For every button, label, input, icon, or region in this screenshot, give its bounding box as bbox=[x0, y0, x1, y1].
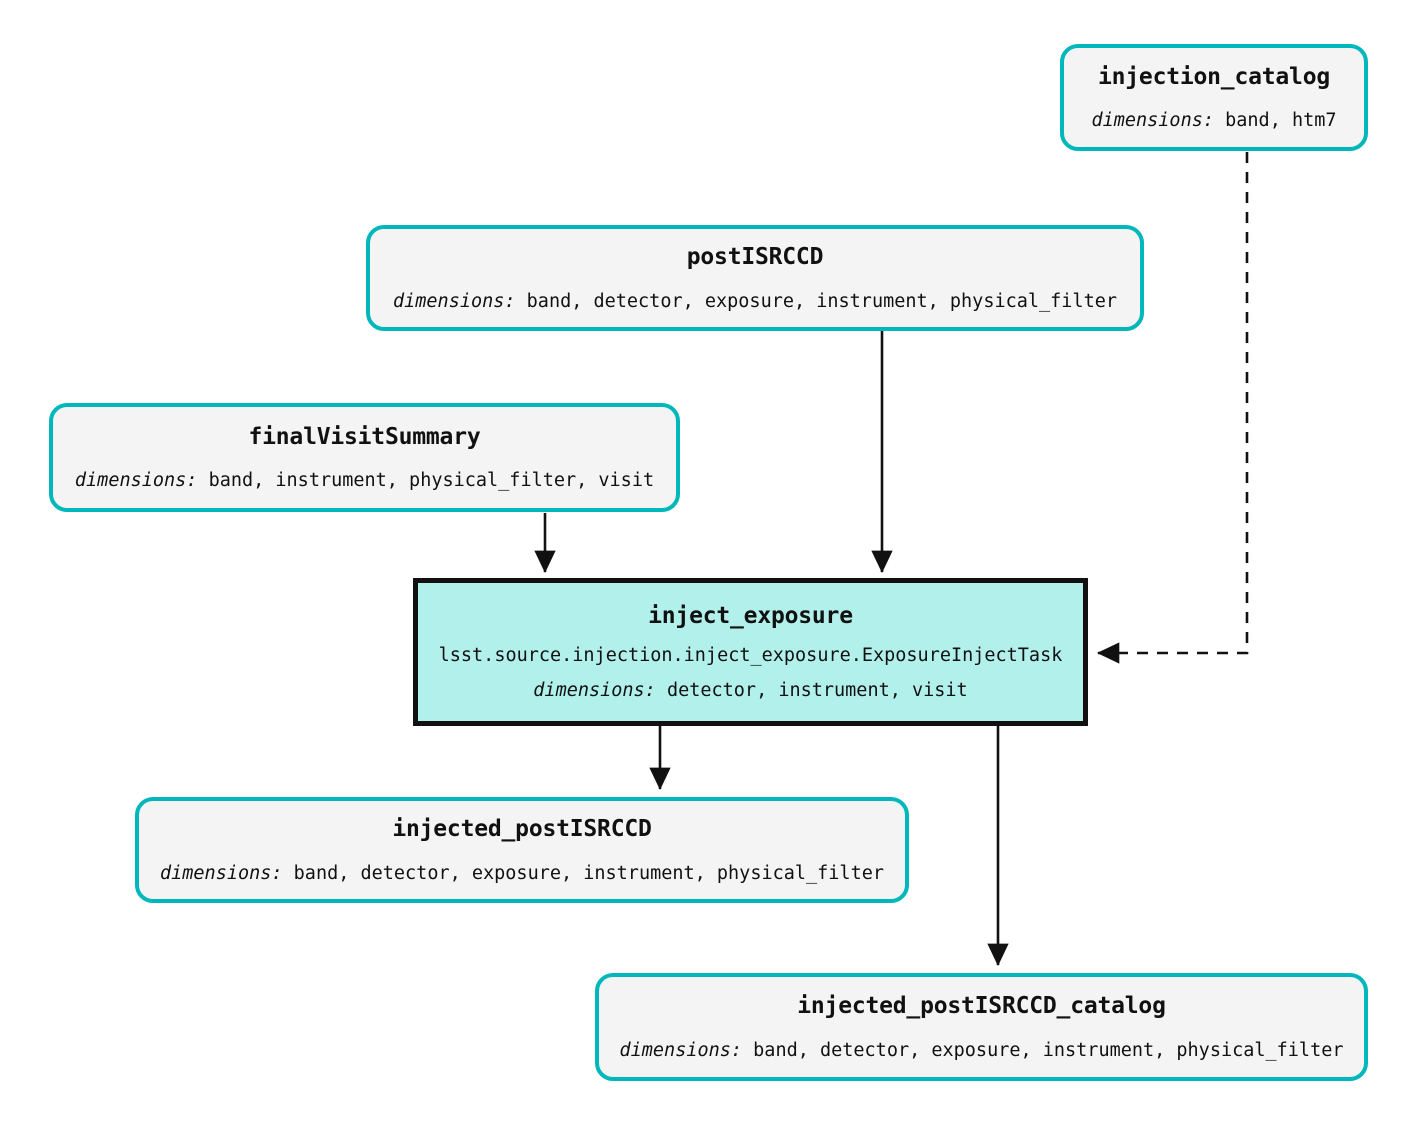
node-title-injected-postisrccd: injected_postISRCCD bbox=[392, 816, 652, 843]
dimensions-values: band, detector, exposure, instrument, ph… bbox=[515, 290, 1117, 312]
node-dimensions-postisrccd: dimensions: band, detector, exposure, in… bbox=[393, 291, 1117, 312]
dimensions-label: dimensions: bbox=[619, 1039, 743, 1061]
dimensions-label: dimensions: bbox=[1091, 110, 1214, 132]
dimensions-values: band, detector, exposure, instrument, ph… bbox=[282, 862, 884, 884]
node-dimensions-injected-postisrccd-catalog: dimensions: band, detector, exposure, in… bbox=[620, 1040, 1344, 1061]
node-class-path-inject-exposure: lsst.source.injection.inject_exposure.Ex… bbox=[438, 644, 1063, 666]
node-injected-postisrccd[interactable]: injected_postISRCCD dimensions: band, de… bbox=[135, 797, 909, 903]
dimensions-label: dimensions: bbox=[74, 470, 198, 492]
dimensions-values: detector, instrument, visit bbox=[655, 680, 968, 702]
node-injection-catalog[interactable]: injection_catalog dimensions: band, htm7 bbox=[1060, 44, 1368, 151]
dimensions-label: dimensions: bbox=[393, 290, 516, 312]
dimensions-label: dimensions: bbox=[160, 862, 283, 884]
node-postisrccd[interactable]: postISRCCD dimensions: band, detector, e… bbox=[366, 225, 1144, 331]
node-title-inject-exposure: inject_exposure bbox=[648, 602, 853, 629]
node-dimensions-injected-postisrccd: dimensions: band, detector, exposure, in… bbox=[160, 863, 884, 884]
node-dimensions-injection-catalog: dimensions: band, htm7 bbox=[1091, 110, 1336, 131]
node-dimensions-inject-exposure: dimensions: detector, instrument, visit bbox=[533, 680, 967, 701]
node-title-injection-catalog: injection_catalog bbox=[1097, 63, 1330, 90]
node-dimensions-finalvisitsummary: dimensions: band, instrument, physical_f… bbox=[75, 470, 654, 491]
node-injected-postisrccd-catalog[interactable]: injected_postISRCCD_catalog dimensions: … bbox=[595, 973, 1368, 1081]
dimensions-values: band, htm7 bbox=[1214, 110, 1337, 132]
node-title-postisrccd: postISRCCD bbox=[686, 244, 824, 271]
dimensions-values: band, detector, exposure, instrument, ph… bbox=[742, 1039, 1344, 1061]
dimensions-label: dimensions: bbox=[533, 680, 656, 702]
node-finalvisitsummary[interactable]: finalVisitSummary dimensions: band, inst… bbox=[49, 403, 680, 512]
node-title-finalvisitsummary: finalVisitSummary bbox=[248, 423, 481, 450]
node-title-injected-postisrccd-catalog: injected_postISRCCD_catalog bbox=[797, 993, 1166, 1020]
node-inject-exposure[interactable]: inject_exposure lsst.source.injection.in… bbox=[413, 578, 1088, 726]
dimensions-values: band, instrument, physical_filter, visit bbox=[197, 470, 655, 492]
